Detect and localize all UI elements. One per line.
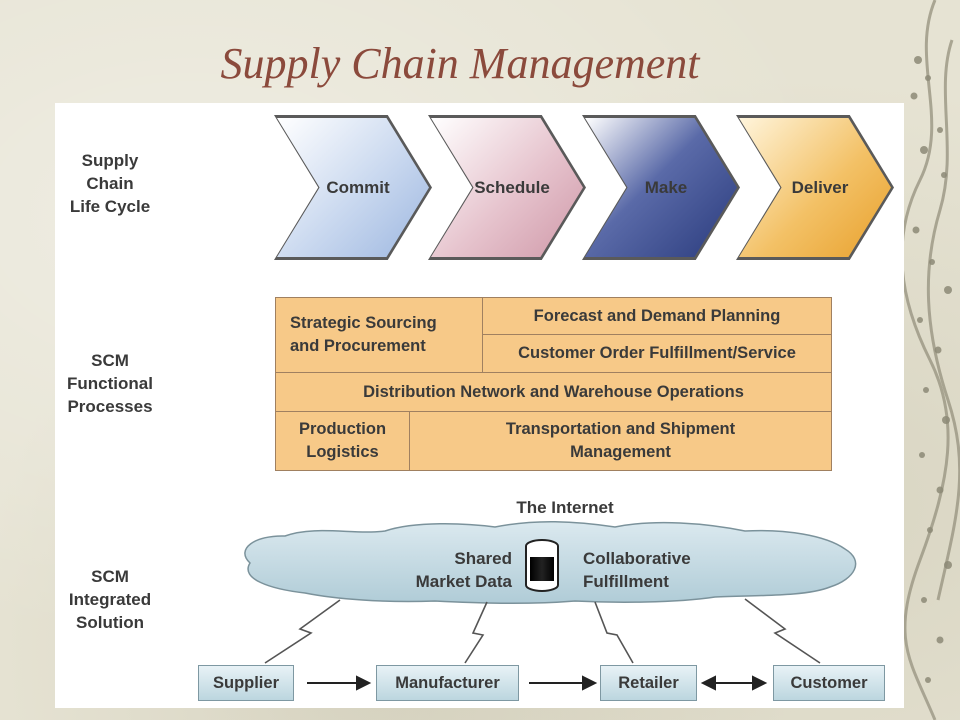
- row-label-line: Chain: [86, 174, 134, 193]
- cloud-line: Shared: [454, 549, 512, 568]
- node-manufacturer: Manufacturer: [376, 665, 519, 701]
- process-customer-order: Customer Order Fulfillment/Service: [482, 334, 832, 373]
- node-customer: Customer: [773, 665, 885, 701]
- row-label-line: Solution: [76, 613, 144, 632]
- cloud-line: Collaborative: [583, 549, 691, 568]
- row-label-functional: SCM Functional Processes: [55, 349, 165, 418]
- row-label-line: Integrated: [68, 590, 152, 609]
- chevron-label: Commit: [326, 177, 390, 197]
- integration-graphics: [244, 521, 857, 691]
- double-arrow-icon: [700, 675, 768, 691]
- database-icon: [525, 539, 559, 592]
- node-supplier: Supplier: [198, 665, 294, 701]
- row-label-line: SCM: [91, 567, 129, 586]
- lightning-bolt-icon: [264, 598, 821, 664]
- slide-title: Supply Chain Management: [220, 39, 700, 88]
- cloud-line: Fulfillment: [583, 572, 669, 591]
- row-label-lifecycle: Supply Chain Life Cycle: [55, 149, 165, 218]
- internet-label: The Internet: [516, 498, 614, 517]
- arrow-right-icon: [307, 675, 598, 691]
- row-label-line: Supply: [81, 151, 139, 170]
- collaborative-fulfillment-label: Collaborative Fulfillment: [583, 547, 733, 593]
- row-label-line: Functional: [67, 374, 153, 393]
- row-label-line: Processes: [67, 397, 153, 416]
- row-label-line: SCM: [91, 351, 129, 370]
- node-retailer: Retailer: [600, 665, 697, 701]
- scm-diagram-panel: Supply Chain Life Cycle SCM Functional P…: [55, 103, 904, 708]
- vine-decoration: [900, 0, 960, 720]
- process-distribution-network: Distribution Network and Warehouse Opera…: [275, 372, 832, 412]
- chevron-label: Schedule: [474, 177, 550, 197]
- process-production-logistics: Production Logistics: [275, 411, 410, 471]
- cloud-line: Market Data: [415, 572, 512, 591]
- chevron-label: Deliver: [791, 177, 849, 197]
- row-label-line: Life Cycle: [69, 197, 151, 216]
- chevron-label: Make: [644, 177, 688, 197]
- process-strategic-sourcing: Strategic Sourcing and Procurement: [275, 297, 483, 373]
- shared-market-data-label: Shared Market Data: [400, 547, 512, 593]
- row-label-integrated: SCM Integrated Solution: [55, 565, 165, 634]
- process-forecast-demand: Forecast and Demand Planning: [482, 297, 832, 335]
- process-transportation: Transportation and Shipment Management: [409, 411, 832, 471]
